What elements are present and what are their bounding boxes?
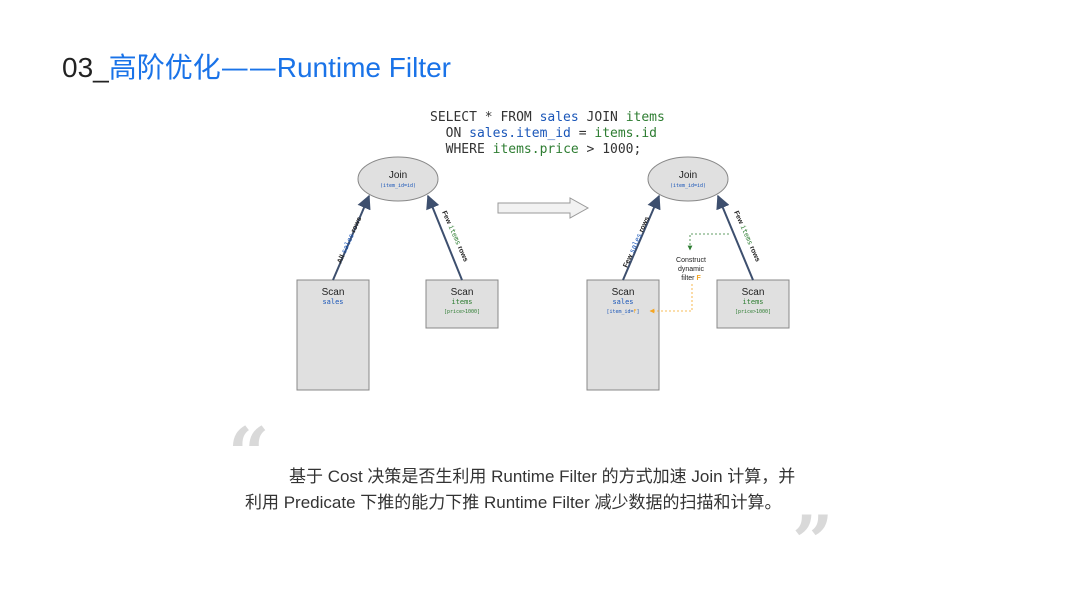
right-edge-items-label: Few items rows: [732, 210, 762, 264]
caption-line-2: 利用 Predicate 下推的能力下推 Runtime Filter 减少数据…: [245, 493, 782, 512]
right-scan-items-table: items: [742, 298, 763, 306]
left-scan-sales-node: [296, 279, 370, 391]
right-edge-sales-label: Few sales rows: [622, 215, 652, 269]
sql-line-1: SELECT * FROM sales JOIN items: [430, 110, 665, 125]
left-scan-items-table: items: [451, 298, 472, 306]
left-edge-sales-label: All sales rows: [336, 216, 364, 265]
open-quote-icon: “: [228, 411, 270, 496]
left-scan-sales-table: sales: [322, 298, 343, 306]
right-join-label: Join: [679, 170, 697, 181]
close-quote-icon: ”: [792, 499, 834, 584]
right-plan: Join (item_id=id) Scan sales [item_id=F]…: [586, 156, 790, 391]
right-scan-sales-pred: [item_id=F]: [606, 309, 639, 315]
page-title: 03_高阶优化——Runtime Filter: [62, 46, 451, 86]
right-join-cond: (item_id=id): [670, 183, 706, 189]
right-scan-sales-node: [586, 279, 660, 391]
left-scan-sales-label: Scan: [322, 287, 345, 298]
left-scan-items-node: [425, 279, 499, 329]
title-prefix: 03_: [62, 52, 109, 83]
right-edge-items: [716, 194, 754, 281]
caption-text: 基于 Cost 决策是否生利用 Runtime Filter 的方式加速 Joi…: [245, 464, 865, 516]
right-join-node: [647, 156, 729, 202]
right-scan-sales-table: sales: [612, 298, 633, 306]
title-english: Runtime Filter: [276, 52, 451, 83]
filter-push-path: [649, 284, 693, 314]
left-scan-items-pred: [price>1000]: [444, 309, 480, 315]
sql-line-3: WHERE items.price > 1000;: [430, 142, 642, 157]
left-edge-sales: [332, 194, 371, 281]
sql-line-2: ON sales.item_id = items.id: [430, 126, 657, 141]
right-scan-sales-label: Scan: [612, 287, 635, 298]
left-join-cond: (item_id=id): [380, 183, 416, 189]
right-scan-items-pred: [price>1000]: [735, 309, 771, 315]
construct-filter-label-2: dynamic: [678, 266, 705, 273]
left-scan-items-label: Scan: [451, 287, 474, 298]
left-edge-items: [426, 194, 463, 281]
right-scan-items-node: [716, 279, 790, 329]
right-scan-items-label: Scan: [742, 287, 765, 298]
left-plan: Join (item_id=id) Scan sales Scan items …: [296, 156, 499, 391]
construct-filter-label-1: Construct: [676, 257, 706, 264]
caption-line-1: 基于 Cost 决策是否生利用 Runtime Filter 的方式加速 Joi…: [289, 467, 796, 486]
construct-filter-label-3: filter F: [681, 275, 701, 282]
right-edge-sales: [622, 194, 661, 281]
left-join-node: [357, 156, 439, 202]
right-arrow-icon: [497, 197, 590, 219]
left-join-label: Join: [389, 170, 407, 181]
title-chinese: 高阶优化——: [108, 51, 277, 84]
filter-build-path: [687, 233, 729, 251]
sql-query: SELECT * FROM sales JOIN items ON sales.…: [430, 110, 665, 158]
